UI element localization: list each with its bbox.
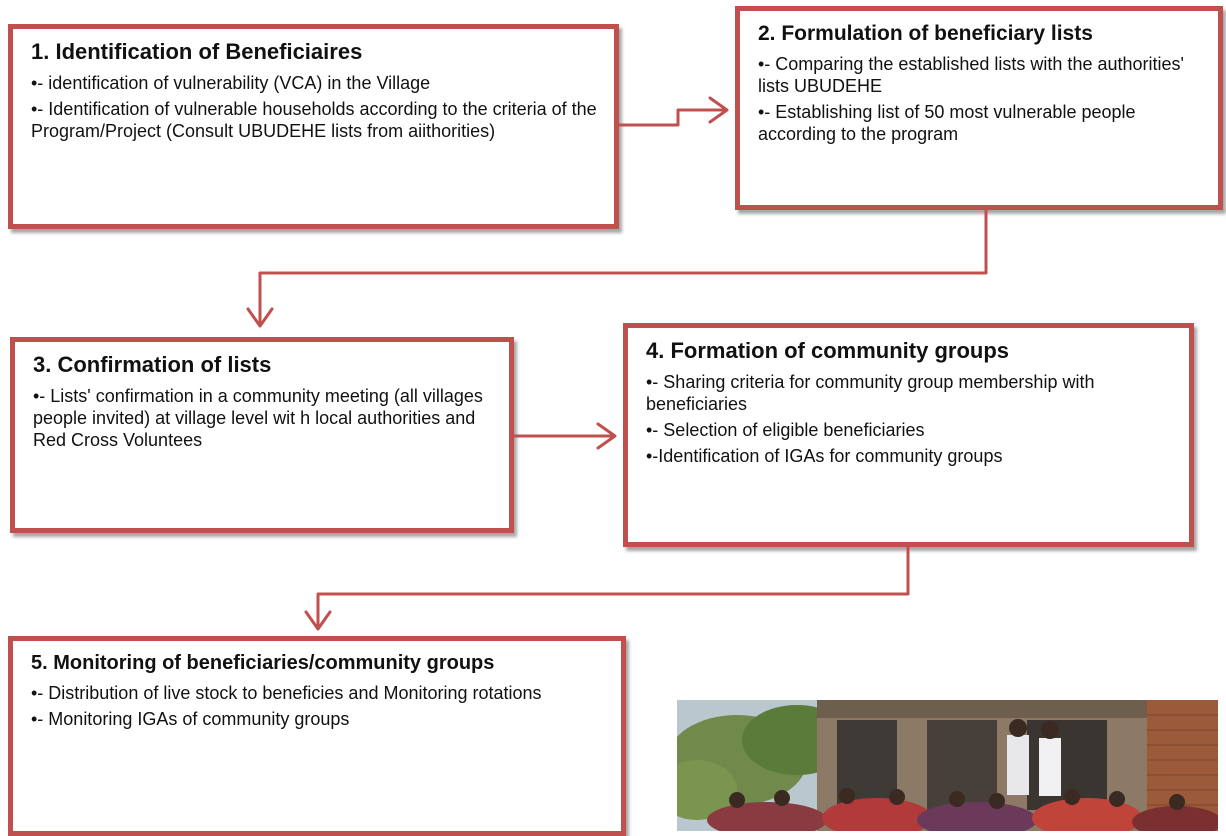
step-1-title: 1. Identification of Beneficiaires xyxy=(31,39,363,64)
step-2-title: 2. Formulation of beneficiary lists xyxy=(758,22,1093,45)
step-3-box: 3. Confirmation of lists •- Lists' confi… xyxy=(10,337,514,533)
step-5-bullet-2: •- Monitoring IGAs of community groups xyxy=(31,708,350,729)
step-4-bullet-2: •- Selection of eligible beneficiaries xyxy=(646,420,925,441)
step-5-title: 5. Monitoring of beneficiaries/community… xyxy=(31,652,495,674)
step-1-box: 1. Identification of Beneficiaires •- id… xyxy=(8,24,619,229)
arrowhead-1-to-2 xyxy=(708,96,729,124)
step-3-title: 3. Confirmation of lists xyxy=(33,352,272,377)
step-4-bullet-3: •-Identification of IGAs for community g… xyxy=(646,446,1003,467)
step-1-bullets: •- identification of vulnerability (VCA)… xyxy=(31,73,598,143)
arrowhead-3-to-4 xyxy=(596,422,617,450)
photo-illustration xyxy=(677,700,1218,831)
step-1-bullet-1: •- identification of vulnerability (VCA)… xyxy=(31,73,431,94)
step-5-bullet-1: •- Distribution of live stock to benefic… xyxy=(31,683,542,703)
step-2-box: 2. Formulation of beneficiary lists •- C… xyxy=(735,6,1223,210)
step-3-bullet-1: •- Lists' confirmation in a community me… xyxy=(33,386,483,451)
step-3-bullets: •- Lists' confirmation in a community me… xyxy=(33,386,493,452)
connector-4-to-5 xyxy=(316,545,910,627)
step-2-bullets: •- Comparing the established lists with … xyxy=(758,54,1202,146)
step-4-title: 4. Formation of community groups xyxy=(646,338,1010,363)
step-1-bullet-2: •- Identification of vulnerable househol… xyxy=(31,99,597,142)
arrowhead-4-to-5 xyxy=(304,610,332,631)
step-2-bullet-2: •- Establishing list of 50 most vulnerab… xyxy=(758,102,1136,145)
step-4-box: 4. Formation of community groups •- Shar… xyxy=(623,323,1194,547)
step-5-bullets: •- Distribution of live stock to benefic… xyxy=(31,683,605,731)
connector-1-to-2 xyxy=(617,108,727,127)
connector-2-to-3 xyxy=(258,208,988,325)
step-5-box: 5. Monitoring of beneficiaries/community… xyxy=(8,636,626,836)
community-meeting-photo xyxy=(677,700,1218,831)
arrowhead-2-to-3 xyxy=(246,307,274,328)
step-2-bullet-1: •- Comparing the established lists with … xyxy=(758,54,1184,97)
step-4-bullets: •- Sharing criteria for community group … xyxy=(646,372,1173,468)
step-4-bullet-1: •- Sharing criteria for community group … xyxy=(646,372,1095,415)
